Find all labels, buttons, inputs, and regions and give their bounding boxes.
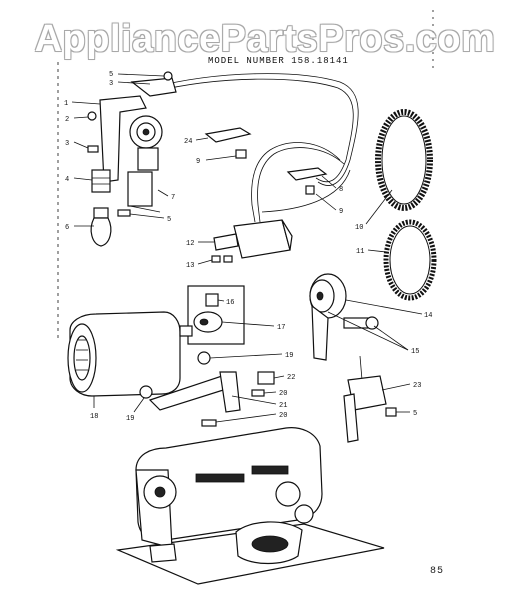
callout-18: 18 (90, 413, 98, 421)
page-code: 85 (430, 566, 445, 577)
callout-14: 14 (424, 312, 432, 320)
callout-5: 5 (413, 410, 417, 418)
callout-3: 3 (109, 80, 113, 88)
callout-5: 5 (109, 71, 113, 79)
model-heading: MODEL NUMBER 158.18141 (208, 56, 349, 66)
callout-9: 9 (196, 158, 200, 166)
callout-21: 21 (279, 402, 287, 410)
motor-pulley (309, 273, 379, 361)
switch-assembly (343, 355, 397, 443)
sewing-motor (67, 311, 211, 399)
callout-10: 10 (355, 224, 363, 232)
belt-11 (383, 219, 437, 301)
callout-8: 8 (339, 186, 343, 194)
bracket-8 (286, 167, 328, 195)
callout-2: 2 (65, 116, 69, 124)
callout-1: 1 (64, 100, 68, 108)
callout-15: 15 (411, 348, 419, 356)
callout-16: 16 (226, 299, 234, 307)
light-bracket-assembly (87, 71, 177, 247)
callout-7: 7 (171, 194, 175, 202)
callout-12: 12 (186, 240, 194, 248)
belt-10 (375, 109, 433, 211)
sewing-machine-head (115, 427, 385, 585)
wiring-harness (149, 73, 359, 223)
callout-19: 19 (126, 415, 134, 423)
control-block (211, 219, 293, 263)
callout-19: 19 (285, 352, 293, 360)
callout-23: 23 (413, 382, 421, 390)
callout-9: 9 (339, 208, 343, 216)
callout-5: 5 (167, 216, 171, 224)
motor-bracket (148, 371, 275, 427)
callout-labels: 5 3 1 2 3 4 6 7 5 24 9 8 9 10 11 12 13 1… (64, 71, 432, 423)
callout-4: 4 (65, 176, 69, 184)
leader-lines (71, 73, 423, 423)
callout-22: 22 (287, 374, 295, 382)
callout-24: 24 (184, 138, 192, 146)
callout-13: 13 (186, 262, 194, 270)
callout-3: 3 (65, 140, 69, 148)
callout-20: 20 (279, 390, 287, 398)
callout-11: 11 (356, 248, 364, 256)
callout-6: 6 (65, 224, 69, 232)
callout-17: 17 (277, 324, 285, 332)
bracket-24 (204, 127, 252, 159)
callout-20: 20 (279, 412, 287, 420)
pulley-inset (187, 285, 245, 345)
